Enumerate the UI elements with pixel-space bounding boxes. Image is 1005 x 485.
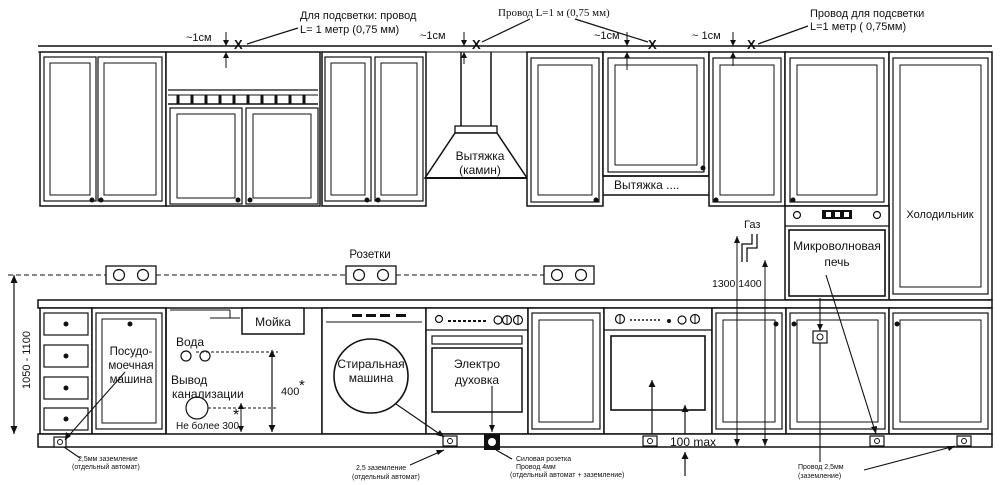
backlight-wire-right-line2: L=1 метр ( 0,75мм) xyxy=(810,21,906,33)
sink xyxy=(241,307,305,335)
drain-max-label: Не более 300 xyxy=(176,420,239,432)
dim-400-label: 400 xyxy=(281,386,299,398)
plinth-socket-oven-power xyxy=(484,434,500,450)
gap-label-1: ~1см xyxy=(186,32,212,44)
oven: Электро духовка xyxy=(425,307,529,435)
dim-100max-label: 100 max xyxy=(670,435,716,449)
socket-group-right xyxy=(543,265,595,285)
backlight-wire-left-line2: L= 1 метр (0,75 мм) xyxy=(300,24,399,36)
x-mark-2: X xyxy=(472,37,481,52)
upper-cabinets xyxy=(38,45,992,207)
sockets-label: Розетки xyxy=(349,249,390,261)
washing-machine-label-line2: машина xyxy=(349,371,394,385)
plinth-socket-fridge xyxy=(956,435,972,447)
backlight-wire-left-line1: Для подсветки: провод xyxy=(300,10,417,22)
gas-label: Газ xyxy=(744,219,760,231)
sink-label: Мойка xyxy=(255,315,291,329)
oven-label-line1: Электро xyxy=(454,357,500,371)
oven-label-line2: духовка xyxy=(455,373,499,387)
height-1050-1100-label: 1050 - 1100 xyxy=(21,331,33,389)
dishwasher-label-line2: моечная xyxy=(108,360,153,372)
gap-label-2: ~1см xyxy=(420,30,446,42)
hood-flat-label: Вытяжка .... xyxy=(614,178,680,192)
hood-camin-label-line1: Вытяжка xyxy=(456,149,505,163)
gap-label-4: ~ 1см xyxy=(692,30,721,42)
gap-label-3: ~1см xyxy=(594,30,620,42)
plinth-socket-cabinet xyxy=(869,435,885,447)
plinth-socket-cooktop xyxy=(642,435,658,447)
power-oven-line3: (отдельный автомат + заземление) xyxy=(510,471,624,479)
ground-dishwasher-line2: (отдельный автомат) xyxy=(72,463,140,471)
gas-pipe: Газ xyxy=(741,219,760,262)
microwave-column: Микроволновая печь xyxy=(784,205,890,301)
dishwasher-label-line3: машина xyxy=(110,374,153,386)
bottom-annotations: 2,5мм заземление (отдельный автомат) 2,5… xyxy=(63,274,956,481)
height-1300-1400-label: 1300 1400 xyxy=(712,278,762,290)
drain-label-line1: Вывод xyxy=(171,373,207,387)
water-label: Вода xyxy=(176,335,204,349)
dim-400-asterisk: * xyxy=(299,377,305,394)
backlight-wire-right-line1: Провод для подсветки xyxy=(810,8,924,20)
x-mark-4: X xyxy=(747,37,756,52)
washing-machine-label-line1: Стиральная xyxy=(337,357,404,371)
fridge-label: Холодильник xyxy=(906,209,973,221)
plinth-socket-dishwasher xyxy=(53,436,67,448)
chimney-hood xyxy=(423,52,529,179)
ground-washer-line2: (отдельный автомат) xyxy=(352,473,420,481)
x-mark-1: X xyxy=(234,37,243,52)
fridge-column: Холодильник xyxy=(888,51,993,301)
cooktop-oven xyxy=(603,307,713,440)
countertop xyxy=(37,299,993,309)
drain-asterisk: * xyxy=(233,407,239,424)
power-oven-line1: Силовая розетка xyxy=(516,456,571,463)
microwave-label-line2: печь xyxy=(824,255,849,269)
sink-cabinet: Мойка Вода Вывод канализации Не более 30… xyxy=(165,307,323,434)
ground-microwave-line1: Провод 2,5мм xyxy=(798,464,844,471)
microwave-socket xyxy=(812,330,828,344)
ground-washer-line1: 2,5 заземление xyxy=(356,465,406,472)
plinth-socket-washer xyxy=(442,435,458,447)
power-oven-line2: Провод 4мм xyxy=(516,464,556,471)
socket-group-left xyxy=(105,265,157,285)
ground-microwave-line2: (заземление) xyxy=(798,473,841,480)
ground-dishwasher-line1: 2,5мм заземление xyxy=(78,456,138,463)
dishwasher-label-line1: Посудо- xyxy=(110,346,153,358)
hood-camin-label-line2: (камин) xyxy=(459,163,501,177)
socket-group-center xyxy=(345,265,397,285)
top-annotations: Для подсветки: провод L= 1 метр (0,75 мм… xyxy=(186,7,924,70)
microwave-label-line1: Микроволновая xyxy=(793,239,881,253)
x-mark-3: X xyxy=(648,37,657,52)
plinth xyxy=(37,433,993,448)
wire-center-label: Провод L=1 м (0,75 мм) xyxy=(498,7,610,19)
drain-label-line2: канализации xyxy=(172,387,244,401)
lower-cabinets: Посудо- моечная машина Мойка Вода Вывод … xyxy=(39,307,993,440)
